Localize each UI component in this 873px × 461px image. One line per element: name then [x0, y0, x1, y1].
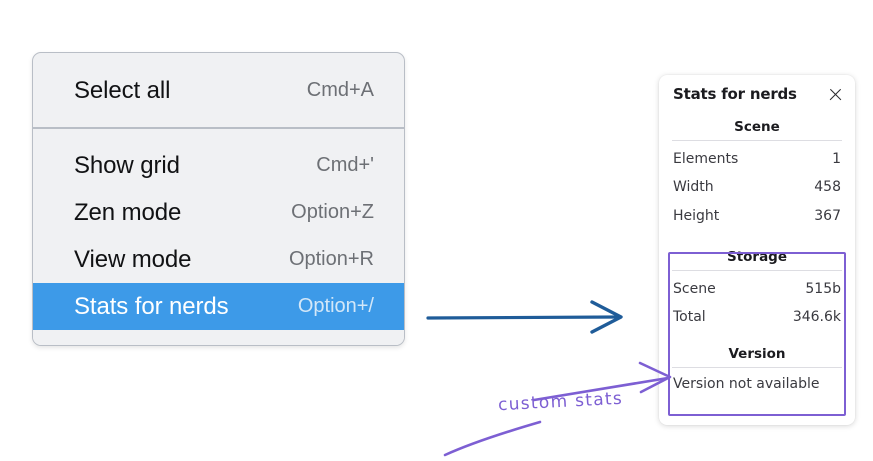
flow-arrow-icon [426, 300, 623, 334]
menu-group-selection: Select all Cmd+A [33, 53, 404, 127]
canvas-context-menu[interactable]: Select all Cmd+A Show grid Cmd+' Zen mod… [32, 52, 405, 346]
stat-row: Width 458 [668, 173, 846, 201]
menu-item-label: Zen mode [74, 198, 182, 226]
version-value: Version not available [673, 376, 820, 393]
menu-item-zen-mode[interactable]: Zen mode Option+Z [33, 189, 404, 236]
stat-row: Elements 1 [668, 145, 846, 173]
underline-stroke-icon [443, 420, 542, 457]
menu-divider [33, 127, 404, 129]
menu-item-label: Stats for nerds [74, 292, 229, 320]
stats-panel-title: Stats for nerds [673, 85, 797, 103]
stat-value: 1 [832, 151, 841, 167]
close-icon[interactable] [827, 86, 844, 103]
menu-item-shortcut: Cmd+' [316, 154, 374, 176]
stats-section-scene: Scene Elements 1 Width 458 Height 367 [668, 113, 846, 230]
stat-value: 346.6k [792, 309, 841, 326]
section-rule [672, 367, 842, 369]
stat-value: 367 [814, 207, 841, 224]
menu-item-shortcut: Option+R [288, 248, 374, 270]
menu-item-shortcut: Option+/ [297, 295, 374, 317]
menu-item-shortcut: Option+Z [291, 201, 374, 223]
menu-item-show-grid[interactable]: Show grid Cmd+' [33, 142, 404, 189]
menu-item-stats-for-nerds[interactable]: Stats for nerds Option+/ [33, 283, 404, 330]
stat-key: Elements [673, 151, 739, 167]
menu-item-view-mode[interactable]: View mode Option+R [33, 236, 404, 283]
stat-key: Total [673, 309, 706, 326]
custom-stats-annotation-label: custom stats [497, 388, 624, 416]
stat-row: Total 346.6k [668, 303, 846, 331]
stat-value: 458 [814, 179, 841, 196]
stat-key: Scene [673, 280, 716, 297]
section-heading: Version [728, 346, 786, 363]
stat-value: 515b [805, 280, 841, 297]
stats-section-storage: Storage Scene 515b Total 346.6k [668, 243, 846, 332]
menu-item-label: Select all [74, 76, 171, 104]
menu-item-shortcut: Cmd+A [306, 79, 374, 101]
section-rule [672, 140, 842, 141]
section-heading: Scene [734, 119, 780, 135]
stat-row: Height 367 [668, 202, 846, 230]
stat-row: Scene 515b [668, 275, 846, 303]
menu-item-select-all[interactable]: Select all Cmd+A [33, 67, 404, 114]
menu-group-view: Show grid Cmd+' Zen mode Option+Z View m… [33, 129, 404, 330]
stats-panel-header: Stats for nerds [668, 75, 846, 113]
menu-item-label: Show grid [74, 151, 180, 179]
stats-for-nerds-panel[interactable]: Stats for nerds Scene Elements 1 Width 4… [659, 75, 855, 425]
menu-item-label: View mode [74, 245, 192, 273]
section-rule [672, 269, 842, 271]
section-heading: Storage [726, 248, 788, 265]
menu-footer-spacer [33, 330, 404, 345]
stats-section-version: Version Version not available [668, 340, 846, 396]
stat-key: Height [673, 207, 720, 224]
stat-key: Width [673, 179, 714, 196]
